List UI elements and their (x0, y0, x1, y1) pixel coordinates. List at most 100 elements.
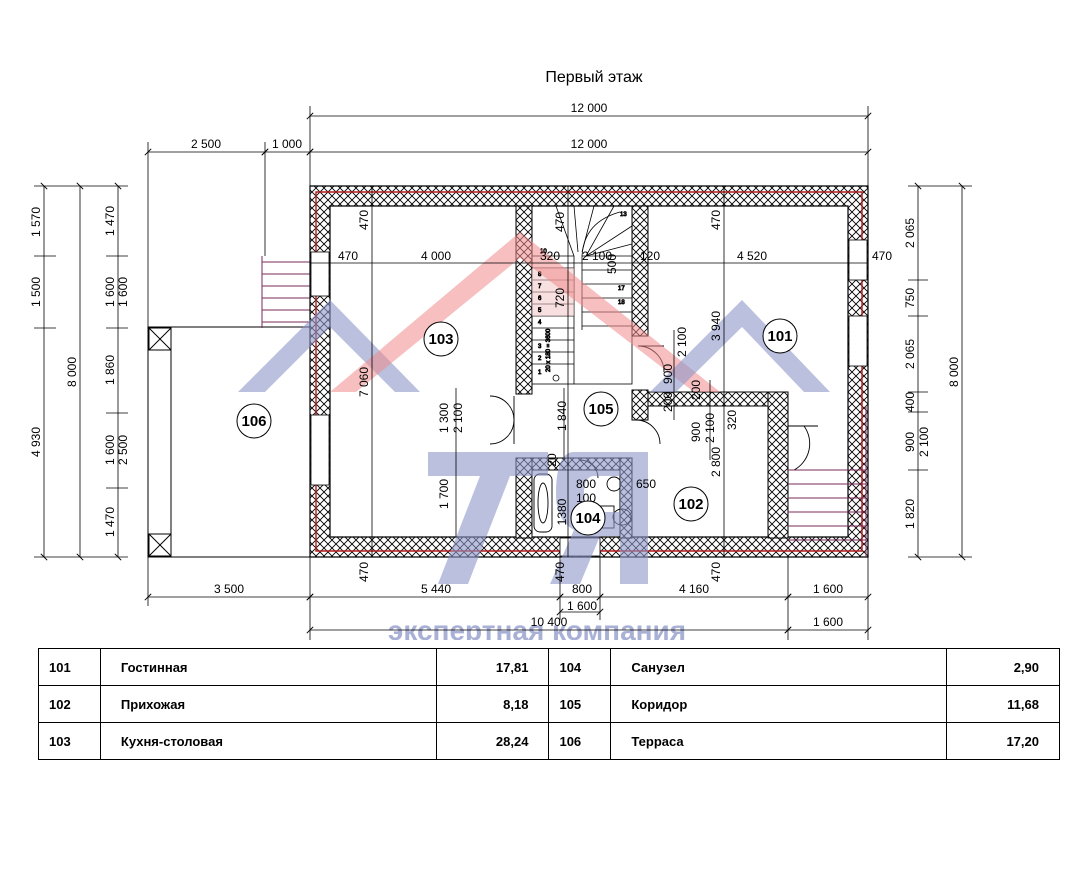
step-label: 3 (538, 344, 542, 350)
dim-label: 800 (572, 582, 592, 596)
step-label: 7 (538, 284, 542, 290)
room-area: 17,81 (435, 648, 550, 686)
page-title: Первый этаж (545, 69, 643, 86)
room-number: 102 (678, 496, 703, 513)
dim-label: 4 930 (29, 427, 43, 457)
dim-label: 2 500 (191, 137, 221, 151)
room-marker-104: 104 (570, 500, 606, 536)
step-label: 5 (538, 308, 542, 314)
table-row: 101 Гостинная 17,81 104 Санузел 2,90 (38, 648, 1060, 686)
dim-label: 2 100 (703, 413, 717, 443)
dim-label: 200 (661, 392, 675, 412)
table-row: 103 Кухня-столовая 28,24 106 Терраса 17,… (38, 722, 1060, 760)
dim-label: 720 (553, 288, 567, 308)
dim-label: 4 160 (679, 582, 709, 596)
room-area: 2,90 (946, 648, 1060, 686)
dim-label: 2 500 (116, 435, 130, 465)
dim-label: 7 060 (357, 367, 371, 397)
dim-label: 1 860 (103, 355, 117, 385)
dim-label: 650 (636, 477, 656, 491)
room-marker-101: 101 (762, 318, 798, 354)
dim-label: 470 (338, 249, 358, 263)
dim-label: 320 (540, 249, 560, 263)
dim-label: 20 (545, 453, 559, 467)
room-dimension-lines (310, 186, 868, 557)
dim-label: 5 440 (421, 582, 451, 596)
dim-label: 470 (553, 212, 567, 232)
room-number: 104 (575, 510, 601, 527)
room-code: 103 (38, 722, 101, 760)
room-name: Терраса (610, 722, 948, 760)
dim-label: 900 (689, 422, 703, 442)
dim-label: 200 (689, 380, 703, 400)
dim-label: 1 500 (29, 277, 43, 307)
room-code: 105 (548, 685, 612, 723)
room-area: 11,68 (946, 685, 1060, 723)
dim-label: 4 520 (737, 249, 767, 263)
room-marker-102: 102 (673, 486, 709, 522)
dim-label: 470 (357, 210, 371, 230)
room-number: 106 (241, 413, 266, 430)
dim-label: 8 000 (947, 357, 961, 387)
room-code: 102 (38, 685, 101, 723)
dim-label: 2 065 (903, 218, 917, 248)
dim-label: 3 500 (214, 582, 244, 596)
dim-label: 400 (903, 392, 917, 412)
dim-label: 1 600 (813, 582, 843, 596)
dim-label: 120 (640, 249, 660, 263)
room-name: Кухня-столовая (99, 722, 437, 760)
dim-label: 470 (709, 562, 723, 582)
dim-label: 900 (903, 432, 917, 452)
dim-label: 2 100 (675, 327, 689, 357)
dim-label: 4 000 (421, 249, 451, 263)
dim-label: 1 600 (103, 277, 117, 307)
dim-label: 10 400 (531, 615, 568, 629)
dim-label: 1 600 (116, 277, 130, 307)
floor-plan-drawing: Первый этаж (29, 69, 972, 640)
room-markers: 103 101 105 106 102 104 (236, 318, 798, 536)
room-name: Гостинная (99, 648, 437, 686)
dimension-texts: 12 000 2 500 1 000 12 000 3 500 5 440 80… (191, 101, 892, 629)
dim-label: 1 600 (813, 615, 843, 629)
dim-label: 1 000 (272, 137, 302, 151)
dim-label: 500 (605, 254, 619, 274)
dim-label: 470 (357, 562, 371, 582)
dim-label: 1380 (555, 498, 569, 525)
dim-label: 3 940 (709, 311, 723, 341)
dimension-texts-vertical: 1 570 1 500 4 930 8 000 1 470 1 600 1 86… (29, 206, 961, 582)
room-number: 101 (767, 328, 792, 345)
dim-label: 1 840 (555, 401, 569, 431)
dim-label: 470 (553, 562, 567, 582)
step-label: 2 (538, 356, 542, 362)
table-row: 102 Прихожая 8,18 105 Коридор 11,68 (38, 685, 1060, 723)
dim-label: 900 (661, 364, 675, 384)
dim-label: 750 (903, 288, 917, 308)
logo-seven-icon (428, 452, 548, 584)
dim-label: 800 (576, 477, 596, 491)
dim-label: 1 600 (567, 599, 597, 613)
dimension-extensions (34, 106, 972, 640)
room-area: 28,24 (435, 722, 550, 760)
step-label: 6 (538, 296, 542, 302)
room-code: 106 (548, 722, 612, 760)
room-marker-103: 103 (423, 321, 459, 357)
dim-label: 8 000 (65, 357, 79, 387)
dim-label: 2 100 (917, 427, 931, 457)
step-label: 1 (538, 370, 542, 376)
room-name: Коридор (610, 685, 948, 723)
left-entry-steps (261, 256, 310, 328)
step-label: 18 (618, 300, 625, 306)
dim-label: 1 700 (437, 479, 451, 509)
room-legend-table: 101 Гостинная 17,81 104 Санузел 2,90 102… (38, 648, 1060, 760)
room-code: 101 (38, 648, 101, 686)
dim-label: 1 570 (29, 207, 43, 237)
dim-label: 2 065 (903, 339, 917, 369)
dim-label: 1 300 (437, 403, 451, 433)
step-label: 4 (538, 320, 542, 326)
dim-label: 320 (725, 410, 739, 430)
dim-label: 1 470 (103, 206, 117, 236)
dim-label: 12 000 (571, 101, 608, 115)
room-area: 17,20 (946, 722, 1060, 760)
right-entry-steps (788, 406, 867, 557)
stair-note: 20 x 180 = 3600 (546, 328, 552, 372)
